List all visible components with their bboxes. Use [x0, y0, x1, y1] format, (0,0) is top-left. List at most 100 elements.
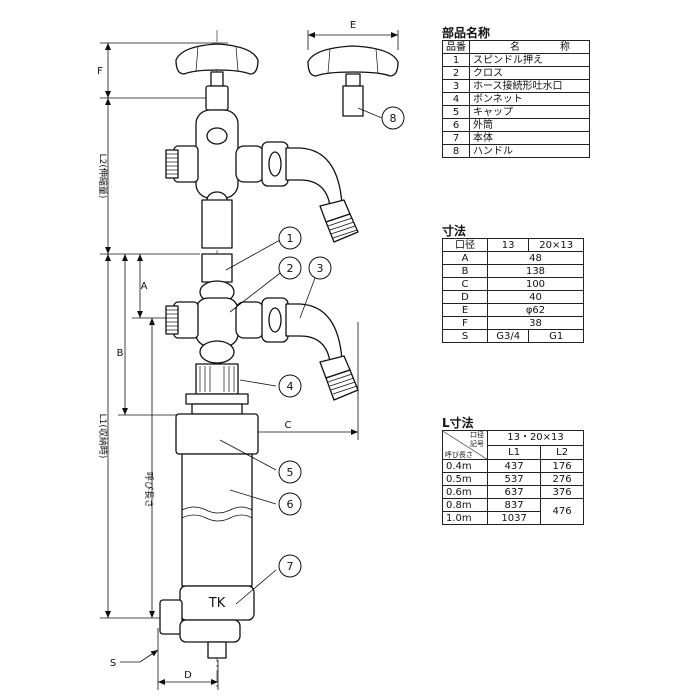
- parts-header-name: 名称: [469, 40, 590, 54]
- valve-retracted: [159, 253, 359, 659]
- l2-value: 276: [540, 472, 584, 486]
- nominal-length: 0.5m: [442, 472, 488, 486]
- l-table-caliber: 13・20×13: [487, 430, 584, 446]
- dim-symbol: A: [442, 251, 488, 265]
- l2-value: 176: [540, 459, 584, 473]
- dim-value: φ62: [487, 303, 584, 317]
- dim-value: 48: [487, 251, 584, 265]
- part-name: キャップ: [469, 105, 590, 119]
- nominal-length: 1.0m: [442, 511, 488, 525]
- part-no: 6: [442, 118, 470, 132]
- dim-label-F: F: [97, 66, 103, 77]
- l1-value: 437: [486, 459, 542, 473]
- nominal-length: 0.8m: [442, 498, 488, 512]
- part-no: 8: [442, 144, 470, 158]
- balloon-8: 8: [390, 112, 397, 125]
- part-name: 本体: [469, 131, 590, 145]
- dim-value: G1: [528, 329, 584, 343]
- part-no: 3: [442, 79, 470, 93]
- parts-header-no: 品番: [442, 40, 470, 54]
- part-name: ボンネット: [469, 92, 590, 106]
- dims-header-20x13: 20×13: [528, 238, 584, 252]
- balloon-5: 5: [287, 466, 294, 479]
- valve-extended: [165, 43, 359, 249]
- part-name: スピンドル押え: [469, 53, 590, 67]
- dims-table-title: 寸法: [442, 224, 467, 238]
- dim-symbol: E: [442, 303, 488, 317]
- part-no: 5: [442, 105, 470, 119]
- dim-label-A: A: [141, 281, 148, 292]
- l2-value-merged: 476: [540, 498, 584, 525]
- corner-caliber: 口径: [470, 431, 484, 439]
- dim-label-S: S: [110, 658, 116, 669]
- part-name: ハンドル: [469, 144, 590, 158]
- balloon-3: 3: [317, 262, 324, 275]
- dim-symbol: C: [442, 277, 488, 291]
- dim-symbol: D: [442, 290, 488, 304]
- l1-value: 1037: [486, 511, 542, 525]
- l-table-header-l2: L2: [540, 444, 584, 460]
- dim-label-yobi: 呼び長さ: [143, 472, 154, 508]
- l-table-title: L寸法: [442, 416, 474, 430]
- l1-value: 637: [486, 485, 542, 499]
- dim-label-L1: L1(収納時): [97, 414, 109, 459]
- balloon-1: 1: [287, 232, 294, 245]
- handle-detail: [307, 45, 399, 117]
- dims-header-13: 13: [486, 238, 530, 252]
- dim-label-C: C: [285, 420, 292, 431]
- part-name: ホース接続形吐水口: [469, 79, 590, 93]
- balloon-6: 6: [287, 498, 294, 511]
- part-no: 2: [442, 66, 470, 80]
- part-no: 7: [442, 131, 470, 145]
- balloons: [278, 106, 405, 578]
- dim-value: 38: [487, 316, 584, 330]
- parts-header-name-b: 称: [560, 41, 570, 53]
- dim-label-L2: L2(伸縮量): [97, 154, 109, 199]
- dim-value: G3/4: [486, 329, 530, 343]
- dim-value: 138: [487, 264, 584, 278]
- balloon-7: 7: [287, 560, 294, 573]
- corner-symbol: 記号: [470, 440, 484, 448]
- brand-mark: TK: [208, 596, 226, 611]
- part-no: 4: [442, 92, 470, 106]
- dimension-lines: [100, 30, 399, 690]
- dim-label-E: E: [350, 20, 356, 31]
- balloon-4: 4: [287, 380, 294, 393]
- dim-label-B: B: [117, 348, 124, 359]
- part-name: クロス: [469, 66, 590, 80]
- l1-value: 837: [486, 498, 542, 512]
- dim-symbol: S: [442, 329, 488, 343]
- l-table-header-l1: L1: [486, 444, 542, 460]
- part-name: 外筒: [469, 118, 590, 132]
- dims-header-caliber: 口径: [442, 238, 488, 252]
- nominal-length: 0.6m: [442, 485, 488, 499]
- dim-symbol: F: [442, 316, 488, 330]
- corner-length: 呼び長さ: [445, 451, 473, 459]
- l2-value: 376: [540, 485, 584, 499]
- dim-label-D: D: [184, 670, 192, 681]
- parts-table-title: 部品名称: [442, 26, 491, 40]
- balloon-2: 2: [287, 262, 294, 275]
- parts-header-name-a: 名: [510, 41, 520, 53]
- l1-value: 537: [486, 472, 542, 486]
- l-table-corner: 口径 記号 呼び長さ: [442, 430, 488, 460]
